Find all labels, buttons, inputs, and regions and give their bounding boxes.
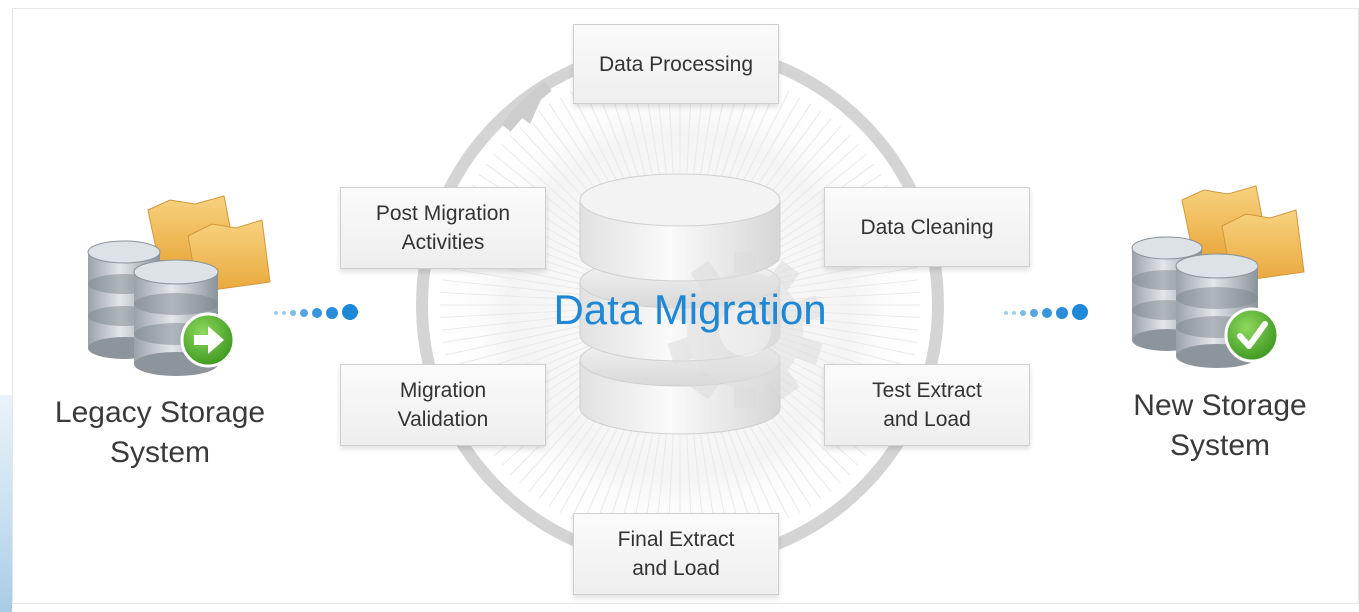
database-stack-icon — [87, 240, 219, 376]
checkmark-badge-icon — [1224, 307, 1280, 363]
step-data-processing: Data Processing — [573, 24, 779, 104]
center-title: Data Migration — [553, 286, 827, 333]
target-connector — [1002, 298, 1102, 328]
step-test-extract-and-load: Test Extract and Load — [824, 364, 1030, 446]
edge-accent — [0, 395, 12, 612]
legacy-storage-icon — [87, 195, 271, 376]
legacy-storage-label: Legacy Storage System — [54, 396, 266, 469]
step-final-extract-and-load: Final Extract and Load — [573, 513, 779, 595]
new-storage-icon — [1131, 185, 1305, 368]
new-storage-label: New Storage System — [1133, 389, 1307, 462]
step-data-cleaning: Data Cleaning — [824, 187, 1030, 267]
step-migration-validation: Migration Validation — [340, 364, 546, 446]
step-post-migration-activities: Post Migration Activities — [340, 187, 546, 269]
arrow-right-badge-icon — [180, 312, 236, 368]
gear-icon — [667, 252, 823, 408]
source-connector — [272, 298, 372, 328]
